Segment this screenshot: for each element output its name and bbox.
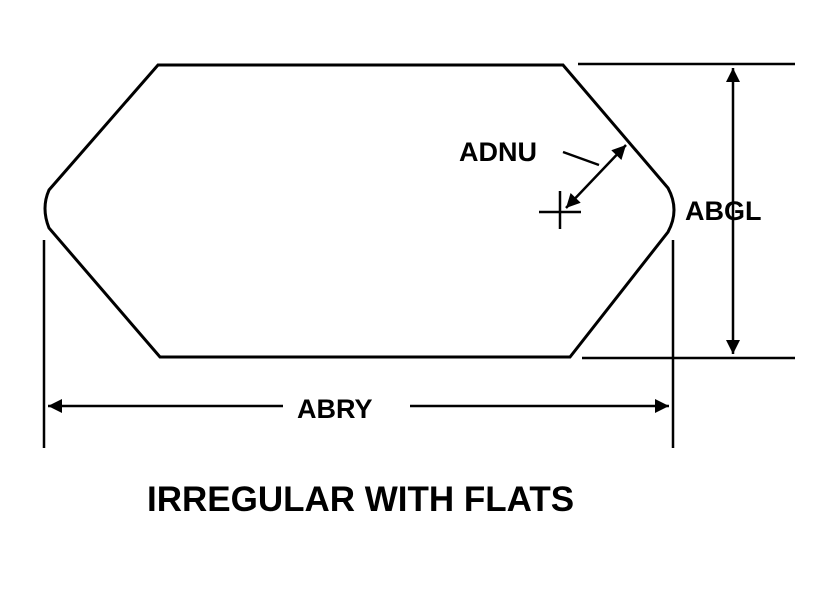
abry-label: ABRY [297, 394, 373, 424]
adnu-label: ADNU [459, 137, 537, 167]
diagram-title: IRREGULAR WITH FLATS [147, 480, 574, 519]
adnu-dimension-arrow [565, 144, 627, 209]
shape-outline [43, 63, 676, 359]
abgl-label: ABGL [685, 196, 762, 226]
adnu-leader-line [562, 150, 600, 167]
